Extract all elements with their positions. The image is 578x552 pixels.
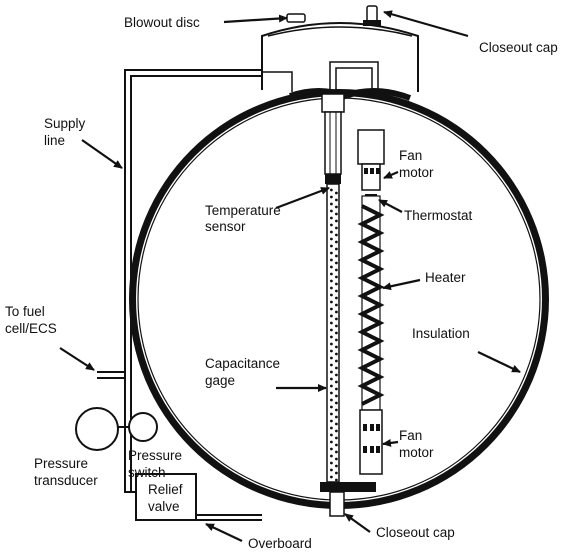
label-thermostat: Thermostat (404, 208, 473, 223)
overboard-arrow (205, 523, 243, 542)
fan-motor-top (357, 129, 385, 191)
label-closeout-cap-top: Closeout cap (479, 40, 558, 55)
relief-valve (135, 473, 197, 521)
heater-coil (357, 195, 385, 411)
label-fan-motor-bottom: Fan motor (399, 428, 434, 460)
dome-internal-lines (262, 61, 379, 100)
heater-arrow (382, 278, 421, 291)
capacitance-gage-tube (320, 93, 376, 517)
insulation-arrow (477, 351, 521, 373)
fan-motor-bottom (359, 409, 383, 475)
label-supply-line: Supply line (44, 116, 89, 148)
supply-line (124, 69, 262, 493)
fan-motor-bottom-arrow (382, 438, 399, 447)
label-to-fuel-cell: To fuel cell/ECS (5, 304, 57, 336)
label-capacitance-gage: Capacitance gage (205, 356, 284, 388)
pressure-transducer (75, 407, 119, 451)
label-pressure-switch: Pressure switch (128, 448, 186, 480)
upper-dome-housing (261, 22, 419, 92)
thermostat-arrow (378, 199, 403, 213)
label-fan-motor-top: Fan motor (399, 148, 434, 180)
label-heater: Heater (425, 270, 466, 285)
label-blowout-disc: Blowout disc (124, 15, 200, 30)
label-insulation: Insulation (412, 326, 470, 341)
label-relief-valve: Relief valve (148, 482, 186, 514)
blowout-disc (286, 13, 306, 23)
overboard-line (196, 514, 262, 521)
supply-line-arrow (81, 139, 123, 169)
blowout-disc-arrow (223, 14, 288, 24)
fan-motor-top-arrow (383, 170, 399, 180)
closeout-cap-bottom-arrow (344, 513, 371, 533)
pressure-switch (128, 412, 158, 442)
label-pressure-transducer: Pressure transducer (34, 456, 98, 488)
label-closeout-cap-bottom: Closeout cap (376, 525, 455, 540)
leader-arrows (59, 10, 521, 542)
closeout-cap-top (363, 5, 381, 26)
closeout-cap-top-arrow (383, 10, 469, 38)
label-temperature-sensor: Temperature sensor (205, 203, 285, 234)
label-overboard: Overboard (248, 536, 312, 551)
fuel-cell-arrow (59, 347, 95, 371)
temperature-sensor-arrow (275, 186, 330, 210)
diagram-labels: Blowout disc Closeout cap Supply line Fa… (5, 15, 558, 551)
fuel-cell-branch (97, 371, 125, 379)
